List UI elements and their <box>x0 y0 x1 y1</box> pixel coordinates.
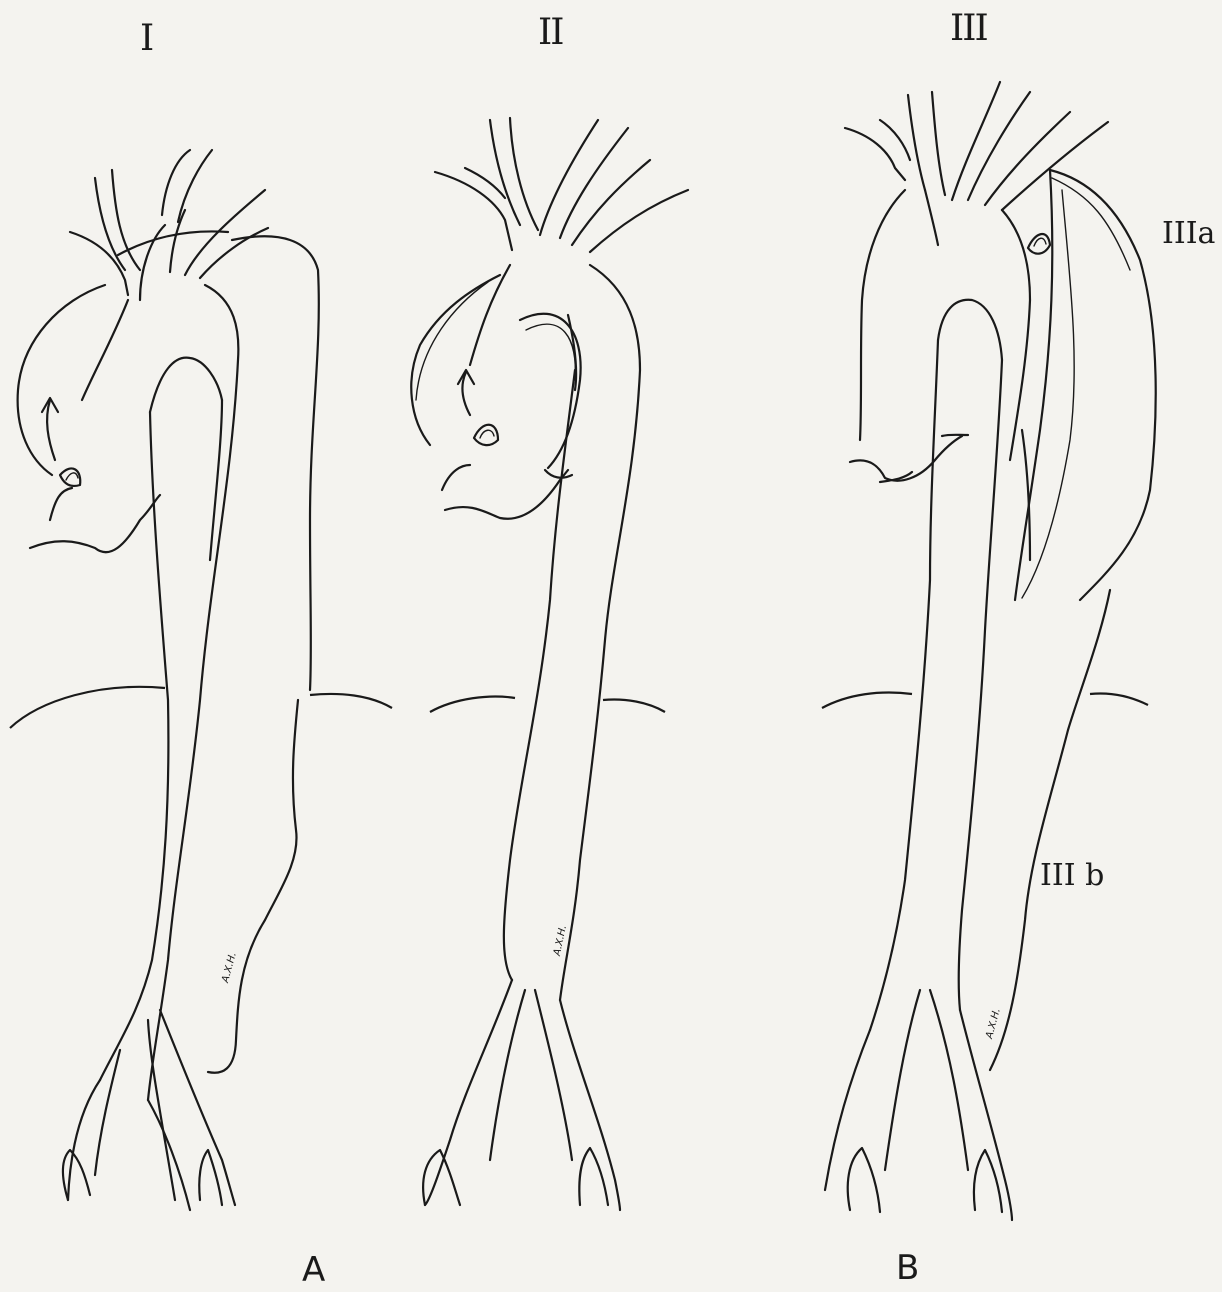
sublabel-iiib: III b <box>1040 858 1104 893</box>
panel-label-ii: II <box>538 12 562 53</box>
panel-label-i: I <box>140 18 152 59</box>
panel-label-iii: III <box>950 8 987 49</box>
group-label-b: B <box>896 1248 919 1288</box>
sublabel-iiia: IIIa <box>1162 216 1215 251</box>
panel-iii-drawing <box>822 82 1156 1220</box>
panel-ii-drawing <box>411 118 688 1210</box>
group-label-a: A <box>302 1250 325 1290</box>
panel-i-drawing <box>10 150 392 1210</box>
